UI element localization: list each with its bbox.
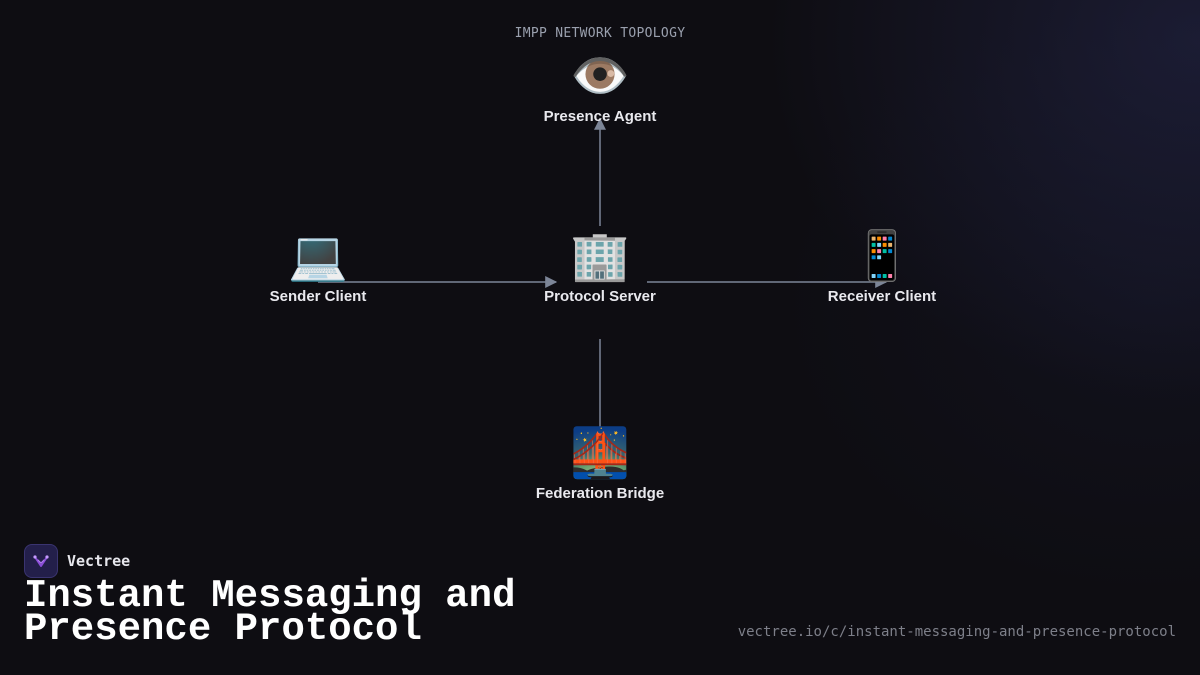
node-label: Federation Bridge bbox=[535, 485, 665, 502]
eye-icon: 👁️ bbox=[570, 48, 630, 104]
brand-name: Vectree bbox=[67, 552, 131, 570]
node-protocol-server: 🏢 Protocol Server bbox=[500, 226, 700, 308]
node-label: Protocol Server bbox=[544, 288, 656, 305]
node-federation-bridge: 🌉 Federation Bridge bbox=[500, 423, 700, 505]
node-presence-agent: 👁️ Presence Agent bbox=[500, 46, 700, 128]
vectree-logo-icon bbox=[24, 544, 58, 578]
brand: Vectree bbox=[24, 544, 130, 578]
node-label: Sender Client bbox=[269, 288, 367, 305]
diagram-title: IMPP NETWORK TOPOLOGY bbox=[514, 26, 686, 41]
node-label: Presence Agent bbox=[543, 108, 657, 125]
bridge-at-night-icon: 🌉 bbox=[570, 425, 630, 481]
node-sender-client: 💻 Sender Client bbox=[218, 226, 418, 308]
laptop-icon: 💻 bbox=[288, 228, 348, 284]
node-receiver-client: 📱 Receiver Client bbox=[782, 226, 982, 308]
node-label: Receiver Client bbox=[827, 288, 937, 305]
mobile-phone-icon: 📱 bbox=[852, 228, 912, 284]
page-url: vectree.io/c/instant-messaging-and-prese… bbox=[737, 624, 1176, 640]
page-title: Instant Messaging and Presence Protocol bbox=[24, 574, 516, 651]
office-building-icon: 🏢 bbox=[570, 228, 630, 284]
